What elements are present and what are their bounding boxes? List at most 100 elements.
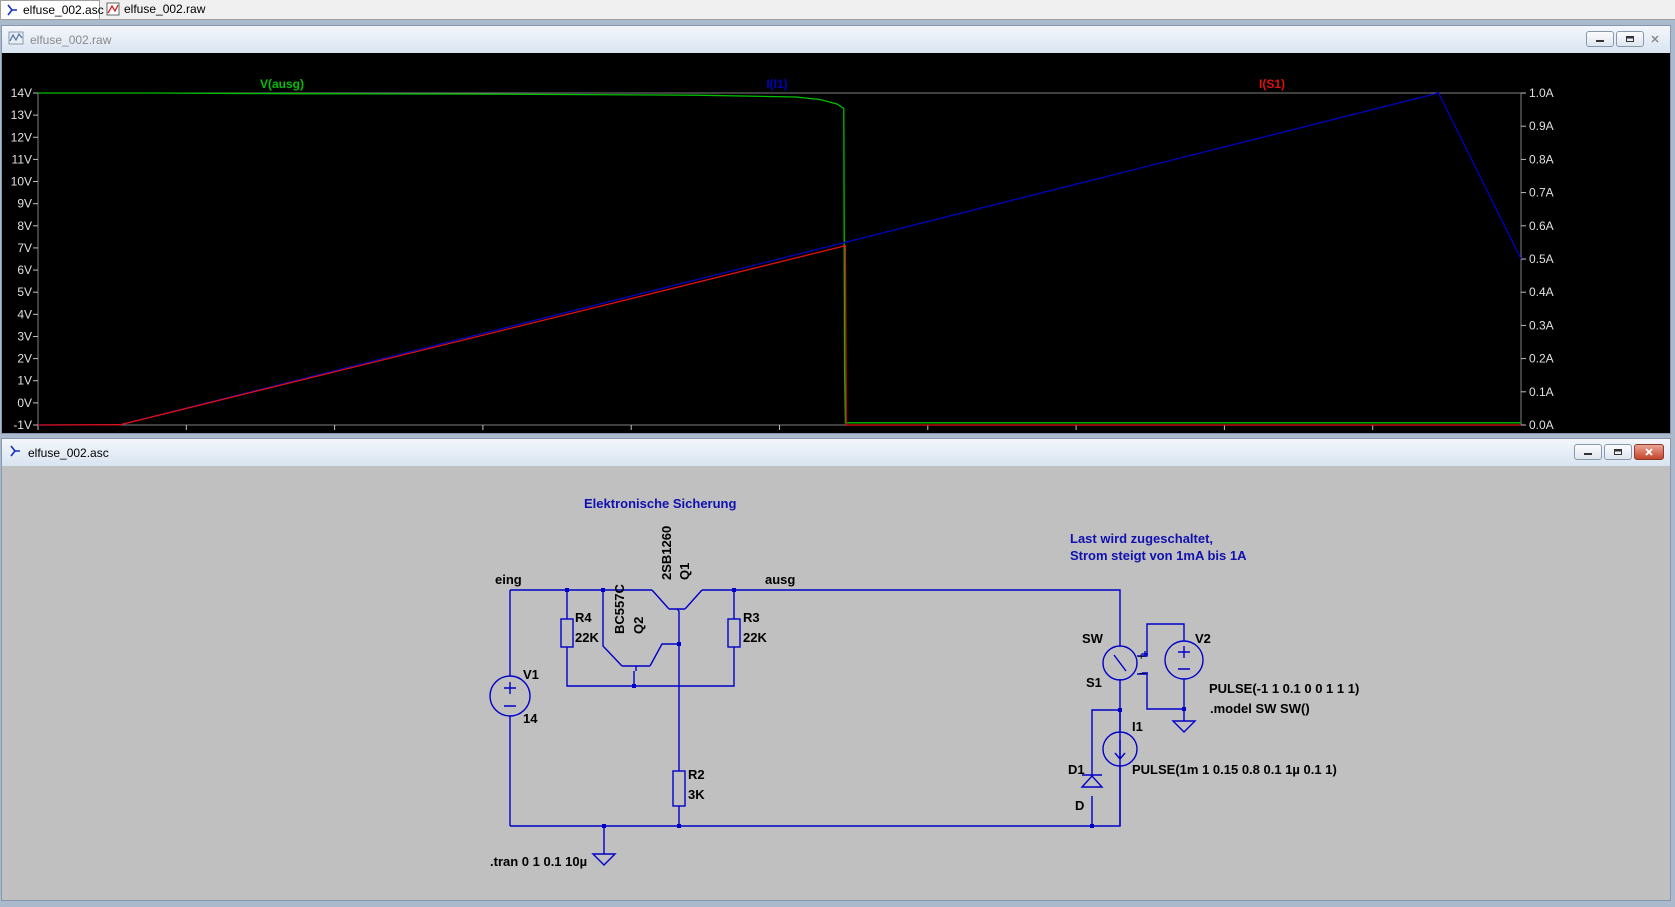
series-line-i-s1[interactable] — [37, 244, 1521, 426]
y-left-tick-label: 13V — [11, 108, 32, 122]
d1-name-label: D1 — [1068, 762, 1085, 777]
y-left-tick-label: 5V — [17, 285, 32, 299]
tab-label: elfuse_002.asc — [23, 3, 104, 17]
s1-plus-mark: + — [1138, 651, 1144, 663]
wire-q2-collector — [649, 643, 679, 667]
y-right-tick-label: 0.5A — [1529, 252, 1554, 266]
tab-schematic[interactable]: elfuse_002.asc — [0, 0, 104, 19]
tab-waveform[interactable]: elfuse_002.raw — [102, 0, 205, 18]
wire-ausg — [702, 589, 1121, 646]
waveform-window-titlebar[interactable]: elfuse_002.raw — [2, 26, 1670, 53]
y-right-tick-label: 0.2A — [1529, 352, 1554, 366]
maximize-button[interactable] — [1604, 444, 1632, 460]
x-tick-label: 720ms — [1206, 432, 1242, 433]
switch-s1[interactable] — [1102, 645, 1148, 681]
v1-name-label: V1 — [523, 667, 539, 682]
close-icon — [1651, 35, 1659, 43]
v1-value-label: 14 — [523, 711, 538, 726]
y-right-tick-label: 0.6A — [1529, 219, 1554, 233]
y-right-tick-label: 0.7A — [1529, 186, 1554, 200]
voltage-source-v2[interactable] — [1164, 640, 1204, 680]
r4-value-label: 22K — [575, 630, 599, 645]
waveform-chart[interactable]: 14V13V12V11V10V9V8V7V6V5V4V3V2V1V0V-1V1.… — [2, 53, 1670, 446]
net-label-ausg: ausg — [765, 572, 795, 587]
junction-dot — [1090, 824, 1094, 828]
resistor-r2[interactable] — [672, 770, 686, 807]
junction-dot — [1182, 707, 1186, 711]
close-button[interactable] — [1634, 444, 1664, 460]
d1-model-label: D — [1075, 798, 1084, 813]
schematic-window: elfuse_002.asc — [1, 438, 1671, 901]
q2-body — [622, 665, 650, 671]
junction-dot — [632, 684, 636, 688]
restore-icon — [1626, 36, 1634, 42]
diode-d1[interactable] — [1080, 774, 1104, 788]
restore-icon — [1614, 449, 1622, 455]
series-line-v-ausg[interactable] — [38, 92, 1521, 424]
minimize-button[interactable] — [1586, 31, 1614, 47]
y-left-tick-label: 10V — [11, 175, 32, 189]
y-left-tick-label: 2V — [17, 352, 32, 366]
y-left-tick-label: 3V — [17, 329, 32, 343]
x-tick-label: 810ms — [1355, 432, 1391, 433]
current-source-i1[interactable] — [1102, 731, 1138, 767]
close-button-disabled[interactable] — [1646, 31, 1664, 47]
schematic-canvas[interactable]: Elektronische Sicherung Last wird zugesc… — [2, 466, 1670, 900]
q2-name-label: Q2 — [631, 617, 646, 634]
resistor-r4[interactable] — [560, 618, 574, 648]
y-right-tick-label: 0.1A — [1529, 385, 1554, 399]
junction-dot — [732, 588, 736, 592]
series-legend-label[interactable]: I(I1) — [766, 77, 787, 91]
wire-s1-i1 — [1091, 679, 1121, 826]
ground-symbol — [591, 853, 617, 866]
voltage-source-v1[interactable] — [489, 675, 531, 717]
i1-value-label: PULSE(1m 1 0.15 0.8 0.1 1µ 0.1 1) — [1132, 762, 1337, 777]
y-left-tick-label: 8V — [17, 219, 32, 233]
r3-value-label: 22K — [743, 630, 767, 645]
y-right-tick-label: 0.9A — [1529, 119, 1554, 133]
r4-name-label: R4 — [575, 610, 592, 625]
junction-dots — [565, 588, 1186, 828]
series-line-i-i1[interactable] — [37, 92, 1522, 426]
y-left-tick-label: 6V — [17, 263, 32, 277]
net-label-eing: eing — [495, 572, 522, 587]
schematic-window-titlebar[interactable]: elfuse_002.asc — [2, 439, 1670, 466]
maximize-button[interactable] — [1616, 31, 1644, 47]
x-tick-label: 0ms — [27, 432, 50, 433]
resistor-r3[interactable] — [727, 618, 741, 648]
r2-name-label: R2 — [688, 767, 705, 782]
x-tick-label: 630ms — [1058, 432, 1094, 433]
q1-name-label: Q1 — [677, 563, 692, 580]
s1-name-label: S1 — [1086, 675, 1102, 690]
ground-symbol — [1171, 720, 1197, 733]
minimize-icon — [1584, 453, 1592, 455]
schematic-drawing[interactable]: Elektronische Sicherung Last wird zugesc… — [2, 466, 1670, 902]
q2-model-label: BC557C — [612, 584, 627, 634]
series-legend-label[interactable]: I(S1) — [1259, 77, 1285, 91]
junction-dot — [677, 824, 681, 828]
v2-name-label: V2 — [1195, 631, 1211, 646]
schematic-icon — [5, 3, 19, 17]
close-icon — [1645, 448, 1653, 456]
q1-body — [651, 589, 703, 612]
waveform-icon — [106, 2, 120, 16]
series-legend-label[interactable]: V(ausg) — [260, 77, 304, 91]
schematic-icon — [8, 444, 22, 461]
y-left-tick-label: 7V — [17, 241, 32, 255]
y-left-tick-label: 11V — [12, 152, 32, 166]
minimize-button[interactable] — [1574, 444, 1602, 460]
document-tab-bar: elfuse_002.asc elfuse_002.raw — [0, 0, 1675, 20]
x-tick-label: 450ms — [761, 432, 797, 433]
y-left-tick-label: 12V — [11, 130, 32, 144]
v2-value-label: PULSE(-1 1 0.1 0 0 1 1 1) — [1209, 681, 1359, 696]
schematic-title: Elektronische Sicherung — [584, 496, 736, 511]
y-left-tick-label: -1V — [13, 418, 32, 432]
tab-label: elfuse_002.raw — [124, 2, 206, 16]
y-right-tick-label: 0.3A — [1529, 318, 1554, 332]
x-tick-label: 90ms — [172, 432, 201, 433]
window-title: elfuse_002.asc — [28, 445, 109, 460]
i1-name-label: I1 — [1132, 719, 1143, 734]
s1-model-label: SW — [1082, 631, 1104, 646]
junction-dot — [602, 824, 606, 828]
